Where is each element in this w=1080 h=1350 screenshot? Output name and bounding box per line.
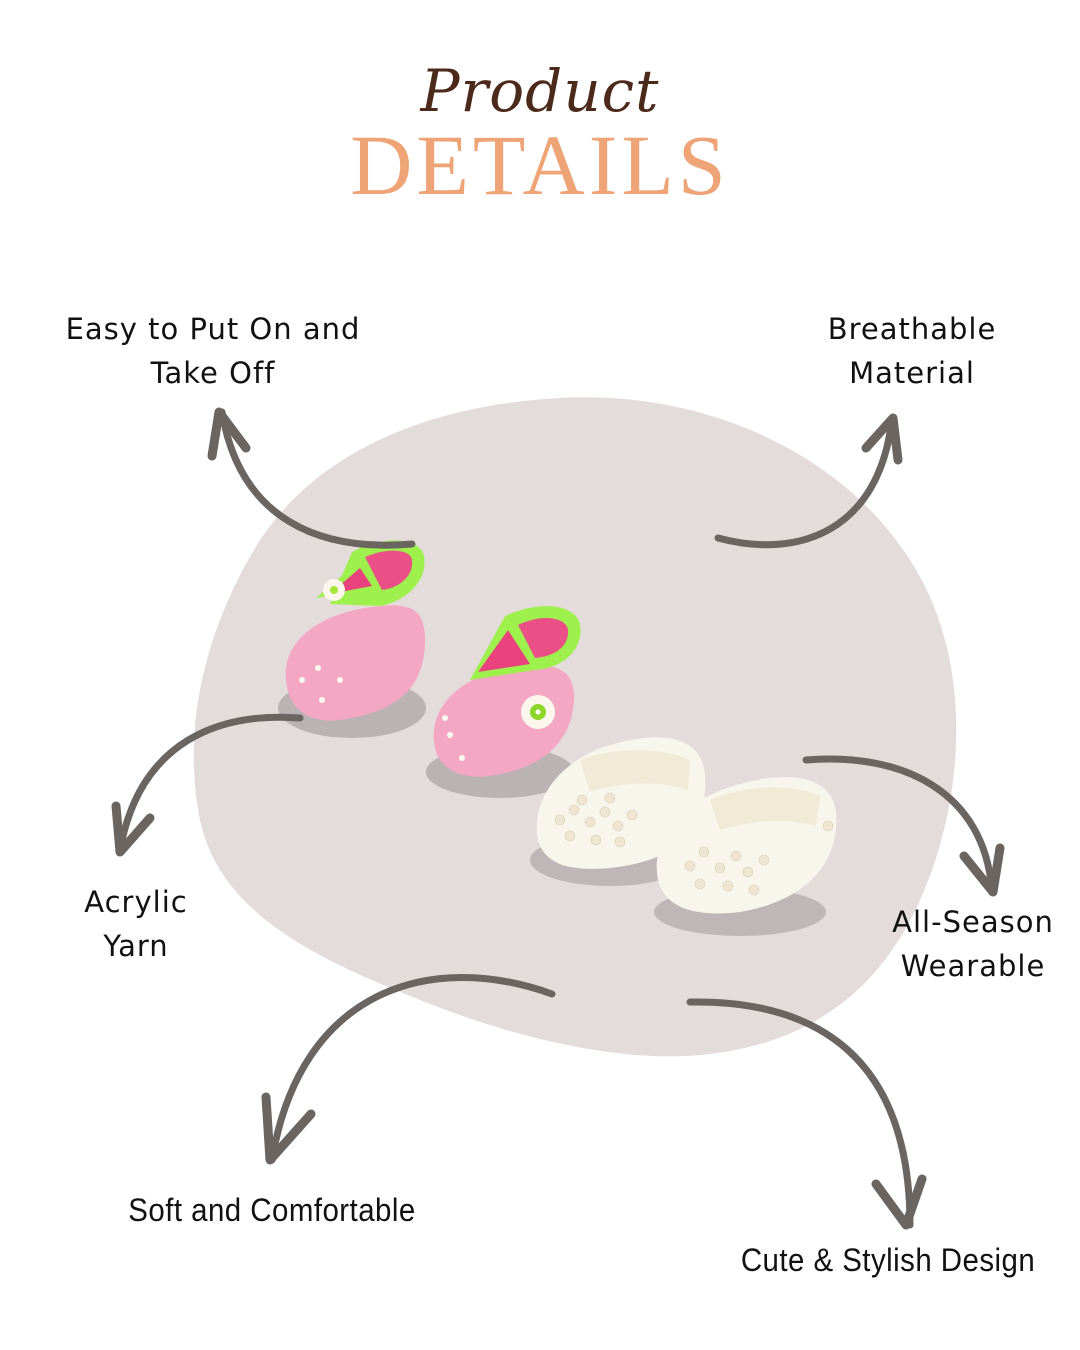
arrow-cute-stylish [686, 998, 927, 1230]
feature-line: Wearable [900, 949, 1046, 983]
arrow-acrylic-yarn [111, 713, 304, 857]
arrow-breathable [714, 413, 903, 549]
pink-bootie-front [426, 606, 581, 798]
feature-line: All-Season [892, 905, 1054, 939]
feature-all-season: All-Season Wearable [870, 900, 1076, 988]
feature-line: Soft and Comfortable [128, 1192, 416, 1228]
feature-line: Material [849, 356, 975, 390]
feature-line: Take Off [150, 356, 276, 390]
white-bootie-back [530, 737, 706, 886]
feature-line: Easy to Put On and [65, 312, 361, 346]
arrow-easy-on-off [207, 407, 416, 549]
feature-cute-stylish: Cute & Stylish Design [713, 1238, 1063, 1282]
pink-bootie-back [278, 540, 426, 738]
feature-line: Breathable [827, 312, 997, 346]
arrow-soft-comfortable [261, 973, 556, 1165]
feature-breathable: Breathable Material [800, 307, 1024, 395]
arrow-all-season [802, 755, 1005, 897]
title-main: DETAILS [350, 117, 730, 213]
feature-line: Cute & Stylish Design [740, 1242, 1036, 1278]
white-bootie-front [654, 777, 837, 936]
feature-line: Yarn [103, 929, 169, 963]
feature-line: Acrylic [84, 885, 188, 919]
feature-easy-on-off: Easy to Put On and Take Off [40, 307, 386, 395]
feature-soft-comfortable: Soft and Comfortable [94, 1188, 451, 1232]
feature-acrylic-yarn: Acrylic Yarn [56, 880, 216, 968]
title-script: Product [420, 57, 660, 125]
